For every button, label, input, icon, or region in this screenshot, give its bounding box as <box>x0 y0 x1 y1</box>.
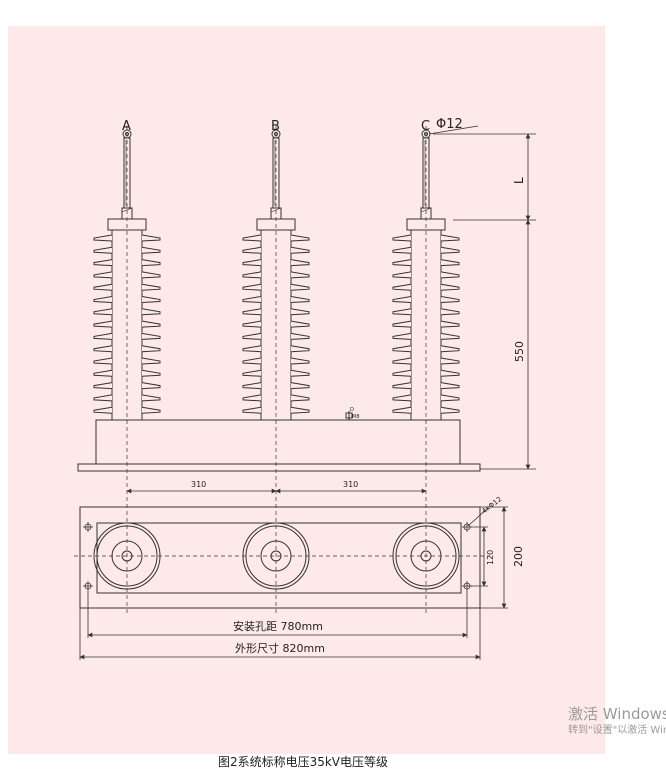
technical-drawing: A B C Φ12 D M8 L 550 310 310 <box>74 117 536 660</box>
dim-spacing-1: 310 <box>191 480 206 489</box>
mount-hole-label: 4xΦ12 <box>480 495 503 515</box>
dim-overall-size: 外形尺寸 820mm <box>235 641 325 655</box>
front-view <box>77 125 536 502</box>
watermark-line-2: 转到"设置"以激活 Windows。 <box>568 725 666 736</box>
hole-diameter-label: Φ12 <box>436 117 463 132</box>
dim-spacing-2: 310 <box>343 480 358 489</box>
activation-watermark: 激活 Windows 转到"设置"以激活 Windows。 <box>568 704 666 738</box>
dim-outer-width: 200 <box>512 546 525 567</box>
drawing-sheet: A B C Φ12 D M8 L 550 310 310 <box>8 26 605 769</box>
dim-inner-width: 120 <box>486 550 495 565</box>
ground-terminal <box>345 411 353 420</box>
phase-c-label: C <box>421 119 430 134</box>
dim-L-label: L <box>512 177 526 184</box>
phase-b-label: B <box>271 119 280 134</box>
base-box <box>95 419 461 465</box>
watermark-line-1: 激活 Windows <box>568 705 666 723</box>
top-view-outline <box>79 506 481 609</box>
ground-letter: D <box>350 407 354 413</box>
mounting-holes <box>83 522 472 591</box>
bushing-top-1 <box>93 504 161 614</box>
base-plate <box>77 463 481 472</box>
top-view <box>74 504 508 660</box>
bushing-top-3 <box>392 504 460 614</box>
ground-thread: M8 <box>352 414 360 420</box>
bushing-top-2 <box>242 504 310 614</box>
figure-caption: 图2系统标称电压35kV电压等级 <box>217 755 389 769</box>
phase-a-label: A <box>122 119 131 134</box>
height-dimension <box>433 133 536 470</box>
dim-hole-distance: 安装孔距 780mm <box>233 619 323 633</box>
dim-height-label: 550 <box>513 341 526 362</box>
